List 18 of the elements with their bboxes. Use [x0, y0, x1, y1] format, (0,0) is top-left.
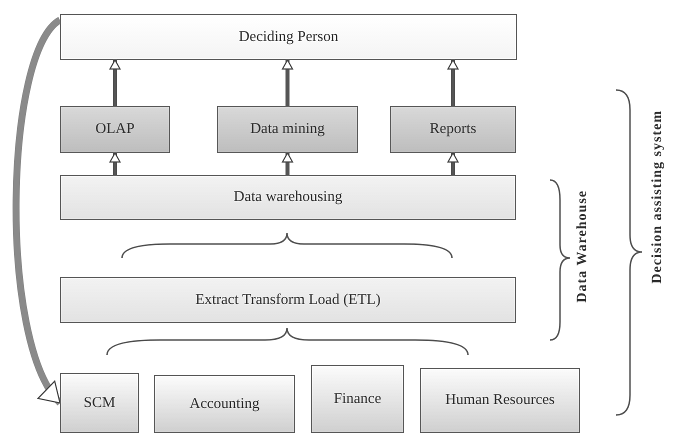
tool-box: OLAP [60, 106, 170, 153]
arrow [282, 152, 294, 175]
source-box: Accounting [154, 375, 295, 433]
arrow [447, 152, 459, 175]
arrow [447, 59, 459, 106]
arrow [282, 59, 294, 106]
person-box: Deciding Person [60, 14, 517, 60]
arrow [109, 59, 121, 106]
group-label: Decision assisting system [650, 110, 666, 284]
layer-box: Extract Transform Load (ETL) [60, 277, 516, 323]
layer-box: Data warehousing [60, 175, 516, 220]
tool-box: Data mining [217, 106, 358, 153]
tool-box: Reports [390, 106, 516, 153]
source-box: SCM [60, 373, 139, 433]
arrow [109, 152, 121, 175]
group-label: Data Warehouse [575, 190, 591, 303]
source-box: Finance [311, 365, 404, 433]
source-box: Human Resources [420, 368, 580, 433]
